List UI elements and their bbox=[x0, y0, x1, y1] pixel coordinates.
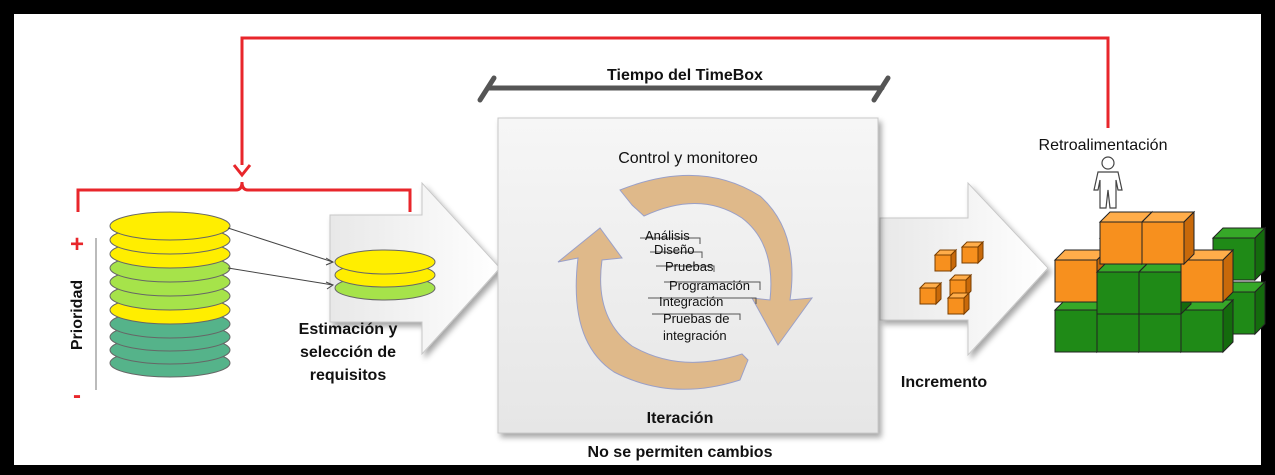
estimation-label: requisitos bbox=[310, 367, 387, 384]
cycle-arrow-top bbox=[619, 174, 814, 346]
feedback-loop-line bbox=[232, 36, 1110, 178]
phase-label: Diseño bbox=[654, 242, 694, 257]
iteration-label: Iteración bbox=[647, 410, 714, 427]
product-cube-pile bbox=[1053, 210, 1267, 354]
person-icon bbox=[1093, 156, 1123, 209]
green-cube bbox=[1179, 298, 1235, 354]
feedback-label: Retroalimentación bbox=[1039, 137, 1168, 154]
priority-plus: + bbox=[70, 231, 84, 258]
priority-label: Prioridad bbox=[69, 280, 86, 350]
orange-cube bbox=[1140, 210, 1196, 266]
selected-stack bbox=[334, 249, 436, 301]
phase-label: Pruebas de bbox=[663, 311, 730, 326]
phase-label: Integración bbox=[659, 294, 723, 309]
requirements-stack bbox=[109, 211, 231, 378]
green-cube bbox=[1211, 226, 1267, 282]
increment-cubes bbox=[918, 240, 985, 316]
small-cube bbox=[948, 273, 973, 298]
phase-label: Pruebas bbox=[665, 259, 714, 274]
output-arrow bbox=[879, 181, 1049, 357]
priority-minus: - bbox=[73, 382, 81, 409]
phase-cascade bbox=[640, 237, 761, 320]
selection-connectors bbox=[227, 227, 335, 290]
cycle-arrows bbox=[557, 174, 814, 390]
control-title: Control y monitoreo bbox=[618, 150, 758, 167]
phase-label: Análisis bbox=[645, 228, 690, 243]
small-cube bbox=[933, 248, 958, 273]
timebox-bar bbox=[477, 75, 891, 103]
small-cube bbox=[946, 291, 971, 316]
phase-label: integración bbox=[663, 328, 727, 343]
increment-label: Incremento bbox=[901, 374, 987, 391]
no-changes-label: No se permiten cambios bbox=[588, 444, 773, 461]
phase-label: Programación bbox=[669, 278, 750, 293]
estimation-label: selección de bbox=[300, 344, 396, 361]
selection-brace bbox=[76, 181, 412, 212]
cycle-arrow-bottom bbox=[557, 227, 749, 390]
small-cube bbox=[918, 281, 943, 306]
estimation-label: Estimación y bbox=[299, 321, 398, 338]
small-cube bbox=[960, 240, 985, 265]
timebox-label: Tiempo del TimeBox bbox=[607, 67, 763, 84]
